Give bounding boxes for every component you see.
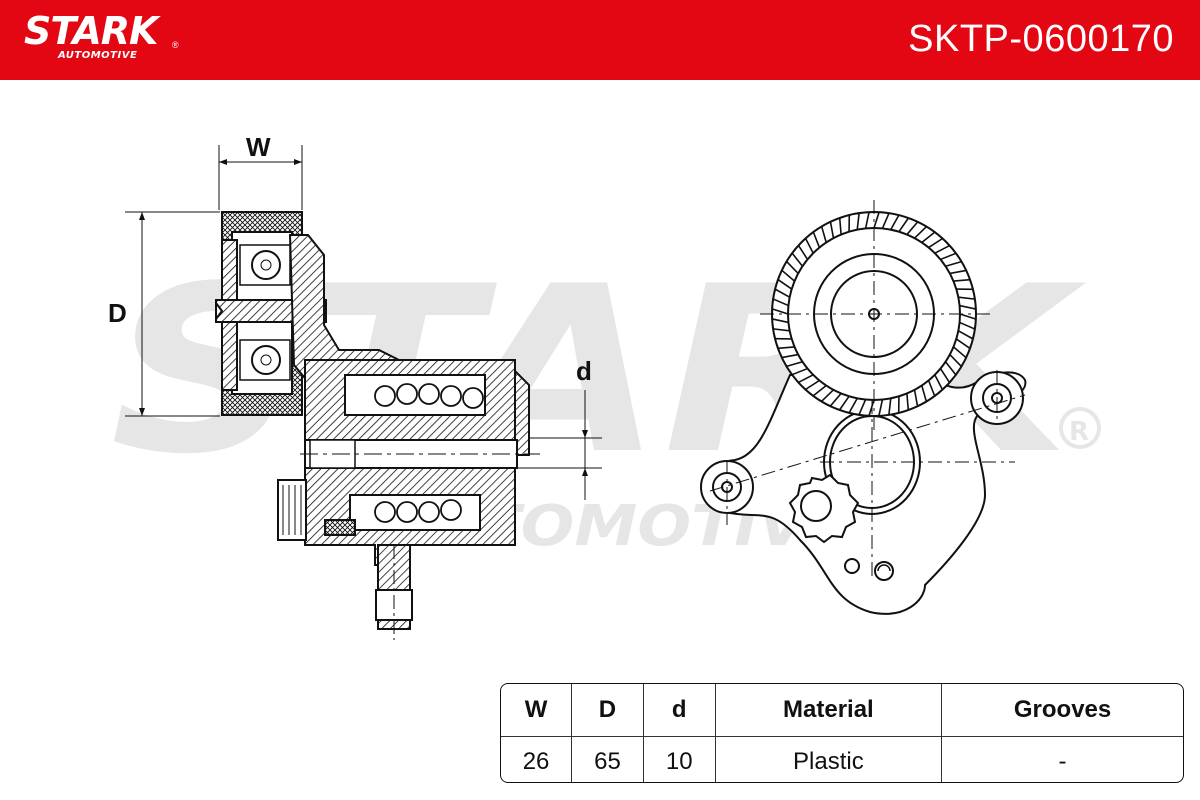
specs-value-d-lower: 10 <box>643 736 716 782</box>
brand-logo: STARK AUTOMOTIVE <box>24 9 158 61</box>
specs-header-w: W <box>501 684 573 737</box>
pulley-teeth <box>771 211 977 417</box>
registered-icon: ® <box>172 40 179 50</box>
specs-value-material: Plastic <box>715 736 943 782</box>
specs-value-grooves: - <box>1058 748 1067 775</box>
brand-name: STARK <box>24 9 158 53</box>
header-bar: STARK AUTOMOTIVE ® SKTP-0600170 <box>0 0 1200 80</box>
label-w: W <box>246 132 271 162</box>
brand-sub: AUTOMOTIVE <box>58 50 138 61</box>
specs-table: W D d Material Grooves 26 65 10 Plastic … <box>500 683 1184 783</box>
specs-header-row: W D d Material Grooves <box>501 684 1183 737</box>
technical-drawing: STARK AUTOMOTIVE R <box>108 132 1101 640</box>
label-d-upper: D <box>108 298 127 328</box>
specs-value-w: 26 <box>501 736 573 782</box>
svg-text:R: R <box>1069 417 1089 447</box>
label-d-lower: d <box>576 356 592 386</box>
part-number: SKTP-0600170 <box>908 18 1174 60</box>
specs-value-row: 26 65 10 Plastic - <box>501 736 1183 782</box>
specs-value-d-upper: 65 <box>571 736 644 782</box>
specs-header-d-lower: d <box>643 684 716 737</box>
front-view <box>700 200 1027 615</box>
specs-header-grooves: Grooves <box>941 684 1183 737</box>
section-view <box>125 145 602 640</box>
specs-header-material: Material <box>715 684 943 737</box>
specs-header-d-upper: D <box>571 684 644 737</box>
